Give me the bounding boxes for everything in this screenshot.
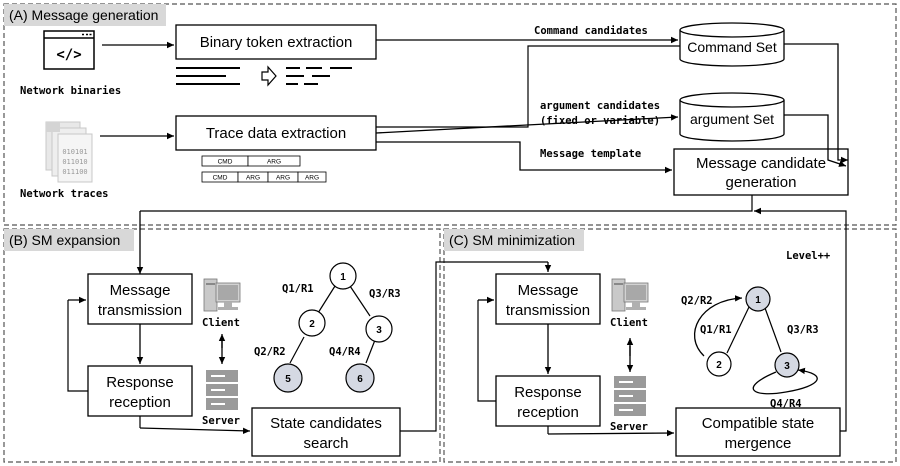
client-computer-icon xyxy=(203,278,241,312)
message-candidate-label-1: Message candidate xyxy=(696,155,826,172)
graph-b-edge-q3r3: Q3/R3 xyxy=(369,288,401,300)
graph-c-edge-q3r3: Q3/R3 xyxy=(787,324,819,336)
c-response-reception-label-2: reception xyxy=(517,404,579,421)
code-window-icon: </> xyxy=(43,30,95,70)
svg-text:3: 3 xyxy=(376,325,382,336)
panel-b-tab xyxy=(4,229,134,251)
panel-a-title: (A) Message generation xyxy=(9,7,158,23)
argument-set-database xyxy=(679,92,785,142)
trace-data-extraction-box xyxy=(175,115,377,151)
graph-c-edge-q2r2: Q2/R2 xyxy=(681,295,713,307)
b-message-transmission-label-2: transmission xyxy=(98,302,182,319)
svg-text:2: 2 xyxy=(309,319,315,330)
compatible-state-mergence-box xyxy=(675,407,841,457)
panel-c-tab xyxy=(444,229,584,251)
graph-c-node-2 xyxy=(706,351,732,377)
panel-c-title: (C) SM minimization xyxy=(449,232,575,248)
svg-text:6: 6 xyxy=(357,374,363,385)
c-message-transmission-label-2: transmission xyxy=(506,302,590,319)
state-candidates-search-label-1: State candidates xyxy=(270,415,382,432)
svg-text:1: 1 xyxy=(340,272,346,283)
level-increment-label: Level++ xyxy=(786,250,830,262)
compatible-state-mergence-label-1: Compatible state xyxy=(702,415,815,432)
graph-b-node-1 xyxy=(329,262,357,290)
b-response-reception-label-2: reception xyxy=(109,394,171,411)
graph-b-node-3 xyxy=(365,315,393,343)
client-computer-icon xyxy=(611,278,649,312)
command-set-database xyxy=(679,22,785,67)
b-server-label: Server xyxy=(202,415,240,427)
c-response-reception-box xyxy=(495,375,601,427)
command-set-label: Command Set xyxy=(687,39,777,55)
graph-b-node-5 xyxy=(273,363,303,393)
graph-c-edge-q1r1: Q1/R1 xyxy=(700,324,732,336)
graph-b-node-2 xyxy=(298,309,326,337)
binary-token-extraction-box xyxy=(175,24,377,60)
state-graph-minimized: 1 2 3 Q2/R2 Q1/R1 Q3/R3 Q4/R4 xyxy=(681,286,819,410)
svg-text:</>: </> xyxy=(56,47,81,63)
svg-text:1: 1 xyxy=(755,295,761,306)
format-row1-arg: ARG xyxy=(267,159,281,166)
b-message-transmission-label-1: Message xyxy=(110,282,171,299)
graph-b-edge-q2r2: Q2/R2 xyxy=(254,346,286,358)
trace-line-1: 010101 xyxy=(62,148,87,156)
trace-data-extraction-label: Trace data extraction xyxy=(206,125,346,142)
panel-sm-minimization xyxy=(443,228,897,463)
svg-text:3: 3 xyxy=(784,361,790,372)
c-server-label: Server xyxy=(610,421,648,433)
panel-b-title: (B) SM expansion xyxy=(9,232,120,248)
server-rack-icon xyxy=(614,376,646,416)
panel-sm-expansion xyxy=(3,228,441,463)
graph-c-node-3 xyxy=(774,352,800,378)
trace-line-2: 011010 xyxy=(62,158,87,166)
graph-b-edge-q1r1: Q1/R1 xyxy=(282,283,314,295)
graph-c-node-1 xyxy=(745,286,771,312)
state-candidates-search-box xyxy=(251,407,401,457)
message-candidate-label-2: generation xyxy=(726,174,797,191)
server-rack-icon xyxy=(206,370,238,410)
c-message-transmission-label-1: Message xyxy=(518,282,579,299)
message-candidate-generation-box xyxy=(673,148,849,196)
panel-c-arrows xyxy=(477,207,847,437)
b-response-reception-label-1: Response xyxy=(106,374,174,391)
compatible-state-mergence-label-2: mergence xyxy=(725,435,792,452)
message-template-label: Message template xyxy=(540,148,641,160)
network-binaries-label: Network binaries xyxy=(20,85,121,97)
binary-token-extraction-label: Binary token extraction xyxy=(200,34,353,51)
b-client-label: Client xyxy=(202,317,240,329)
svg-text:2: 2 xyxy=(716,360,722,371)
panel-a-arrows xyxy=(100,36,848,274)
svg-text:5: 5 xyxy=(285,374,291,385)
format-row1-cmd: CMD xyxy=(218,159,233,166)
graph-c-edge-q4r4: Q4/R4 xyxy=(770,398,802,410)
b-message-transmission-box xyxy=(87,273,193,325)
network-traces-label: Network traces xyxy=(20,188,109,200)
c-response-reception-label-1: Response xyxy=(514,384,582,401)
format-row2-arg-2: ARG xyxy=(276,175,290,182)
graph-b-node-6 xyxy=(345,363,375,393)
format-row2-cmd: CMD xyxy=(213,175,228,182)
argument-candidates-label-1: argument candidates xyxy=(540,100,660,112)
panel-a-tab xyxy=(4,4,166,26)
state-candidates-search-label-2: search xyxy=(303,435,348,452)
c-message-transmission-box xyxy=(495,273,601,325)
panel-message-generation xyxy=(3,3,897,226)
panel-b-arrows xyxy=(67,261,552,435)
trace-line-3: 011100 xyxy=(62,168,87,176)
command-candidates-label: Command candidates xyxy=(534,25,648,37)
format-row2-arg-1: ARG xyxy=(246,175,260,182)
argument-set-label: argument Set xyxy=(690,111,774,127)
trace-documents-icon: 010101 011010 011100 xyxy=(45,121,93,183)
tokenization-icon xyxy=(176,65,352,87)
state-graph-expanded: 1 2 3 5 6 Q1/R1 Q3/R3 Q2/R2 Q4/R4 xyxy=(254,262,401,393)
graph-b-edge-q4r4: Q4/R4 xyxy=(329,346,361,358)
message-format-icon: CMD ARG CMD ARG ARG ARG xyxy=(201,155,327,183)
format-row2-arg-3: ARG xyxy=(305,175,319,182)
c-client-label: Client xyxy=(610,317,648,329)
